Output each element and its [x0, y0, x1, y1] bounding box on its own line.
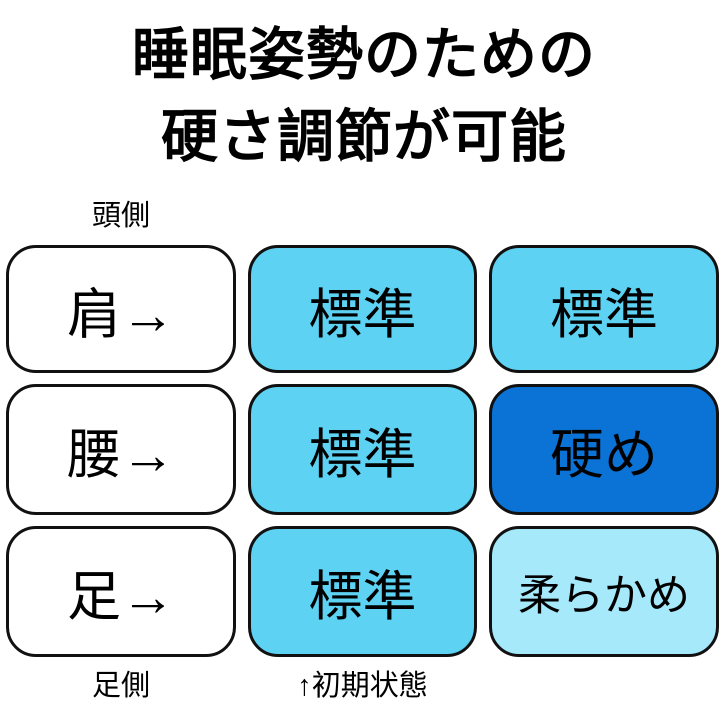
cell-foot-right-soft: 柔らかめ: [489, 526, 719, 657]
head-side-label: 頭側: [91, 200, 150, 232]
initial-state-label: ↑初期状態: [297, 670, 428, 702]
firmness-grid: 肩→ 標準 標準 腰→ 標準 硬め 足→ 標準 柔らかめ: [6, 245, 719, 657]
zone-box-foot: 足→: [6, 526, 236, 657]
page-title: 睡眠姿勢のための 硬さ調節が可能: [0, 14, 728, 178]
cell-shoulder-middle: 標準: [248, 245, 477, 373]
cell-foot-middle: 標準: [248, 526, 477, 657]
zone-box-waist: 腰→: [6, 384, 236, 515]
title-line-1: 睡眠姿勢のための: [132, 23, 596, 87]
zone-box-shoulder: 肩→: [6, 245, 236, 373]
title-line-2: 硬さ調節が可能: [161, 105, 567, 169]
cell-waist-middle: 標準: [248, 384, 477, 515]
cell-shoulder-right: 標準: [489, 245, 719, 373]
cell-waist-right-firm: 硬め: [489, 384, 719, 515]
foot-side-label: 足側: [91, 670, 150, 702]
